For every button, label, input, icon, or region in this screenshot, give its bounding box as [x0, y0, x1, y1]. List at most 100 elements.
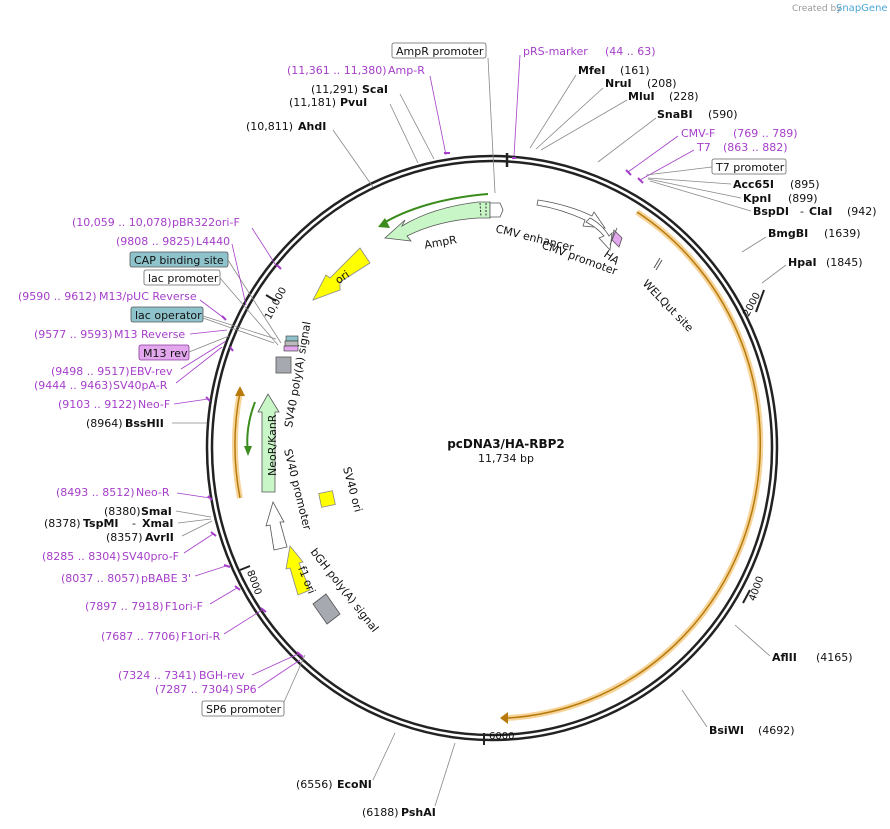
- primer-f1orir-name: F1ori-R: [181, 630, 221, 643]
- lead: [529, 74, 577, 149]
- m13-rev-text: M13 rev: [143, 347, 188, 360]
- primer-pbr-range: (10,059 .. 10,078): [72, 216, 172, 229]
- orf-arc: [507, 211, 762, 719]
- primer-m13rev-name: M13 Reverse: [114, 328, 185, 341]
- neor-label: NeoR/KanR: [266, 414, 279, 476]
- enzyme-nrui-name: NruI: [605, 77, 632, 90]
- enzyme-pvui-name: PvuI: [340, 96, 367, 109]
- sv40-promoter-arrow[interactable]: [265, 500, 288, 551]
- primer-ampr-range: (11,361 .. 11,380): [287, 64, 387, 77]
- cmv-promoter-arrow[interactable]: [585, 217, 613, 251]
- lac-operator-box[interactable]: [130, 306, 204, 323]
- lac-promoter-box[interactable]: [143, 269, 221, 286]
- lead: [681, 689, 708, 728]
- primer-l4440-name: L4440: [196, 235, 230, 248]
- enzyme-snabi-name: SnaBI: [657, 108, 693, 121]
- primer-mark: [205, 396, 211, 402]
- tick-2000: 2000: [741, 291, 763, 319]
- lead: [761, 264, 787, 284]
- lead: [535, 87, 604, 150]
- cap-site-box[interactable]: [129, 251, 229, 268]
- lead: [283, 654, 306, 703]
- ampr-promoter-box[interactable]: [391, 42, 487, 59]
- credit-brand[interactable]: SnapGene: [836, 3, 888, 14]
- primer-bgh-range: (7324 .. 7341): [118, 669, 197, 682]
- ampr-feature[interactable]: [384, 201, 491, 242]
- lead: [219, 277, 279, 346]
- primer-mark: [223, 564, 231, 568]
- enzyme-bspdi-sep: -: [800, 205, 804, 218]
- primer-l4440-range: (9808 .. 9825): [116, 235, 195, 248]
- enzyme-econi-name: EcoNI: [337, 778, 372, 791]
- enzyme-acc65i-pos: (895): [790, 178, 820, 191]
- m13-rev-box[interactable]: [138, 344, 190, 361]
- lead: [645, 166, 713, 176]
- primer-m13puc-range: (9590 .. 9612): [18, 290, 97, 303]
- lead: [202, 317, 275, 344]
- primer-cmvf-name: CMV-F: [681, 127, 715, 140]
- tick-mark: [755, 289, 765, 313]
- enzyme-econi-pos: (6556): [296, 778, 333, 791]
- sp6-promoter-box[interactable]: [201, 700, 285, 717]
- lead: [227, 259, 282, 344]
- lead: [399, 93, 435, 160]
- lead: [372, 732, 396, 781]
- lead: [639, 149, 695, 181]
- primer-f1orif-name: F1ori-F: [165, 600, 203, 613]
- primer-sv40pro-range: (8285 .. 8304): [42, 550, 121, 563]
- primer-mark: [625, 169, 632, 176]
- orf-arc-highlight: [507, 209, 764, 721]
- primer-prs-range: (44 .. 63): [605, 45, 656, 58]
- bgh-polya-feature[interactable]: [312, 593, 341, 625]
- enzyme-mlui-name: MluI: [628, 90, 655, 103]
- lead: [183, 533, 214, 554]
- enzyme-scai-name: ScaI: [362, 83, 388, 96]
- ampr-divider: [479, 202, 482, 218]
- lead: [649, 180, 752, 212]
- lead: [189, 329, 228, 335]
- lead: [513, 54, 521, 157]
- enzyme-bspdi-pos: (942): [847, 205, 877, 218]
- sv40-ori-feature[interactable]: [318, 490, 336, 508]
- lead: [597, 117, 657, 163]
- lead: [199, 299, 225, 319]
- enzyme-avrii-name: AvrII: [145, 531, 174, 544]
- tick-mark: [265, 294, 277, 302]
- primer-pbabe-name: pBABE 3': [141, 572, 191, 585]
- primer-neof-range: (9103 .. 9122): [58, 398, 137, 411]
- enzyme-pshai-name: PshAI: [401, 806, 436, 819]
- ori-feature[interactable]: [312, 247, 371, 301]
- t7-promoter-box[interactable]: [711, 158, 787, 175]
- f1-ori-feature[interactable]: [285, 545, 311, 596]
- enzyme-scai-pos: (11,291): [311, 83, 358, 96]
- lead: [209, 587, 238, 605]
- enzyme-bmgbi-pos: (1639): [824, 227, 861, 240]
- lead: [429, 75, 447, 156]
- lead: [627, 135, 679, 173]
- primer-f1orir-range: (7687 .. 7706): [101, 630, 180, 643]
- enzyme-bsshii-pos: (8964): [86, 417, 123, 430]
- sv40-polya-feature[interactable]: [275, 356, 292, 374]
- lead: [177, 518, 212, 524]
- enzyme-aflii-pos: (4165): [816, 651, 853, 664]
- primer-mark: [210, 531, 217, 537]
- welqut-mark: [655, 259, 663, 271]
- primer-pbr-name: pBR322ori-F: [172, 216, 240, 229]
- ha-feature[interactable]: [611, 229, 623, 248]
- map-length: 11,734 bp: [478, 452, 534, 465]
- tick-6000: 6000: [489, 731, 514, 742]
- orf-small-arrowhead: [235, 386, 245, 396]
- enzyme-tspmi-pos: (8378): [44, 517, 81, 530]
- credit-prefix: Created by: [792, 4, 842, 14]
- sv40-polya-seg: [283, 345, 299, 352]
- primer-neor-range: (8493 .. 8512): [56, 486, 135, 499]
- primer-mark: [276, 264, 282, 270]
- neor-feature[interactable]: [257, 393, 280, 493]
- t7-promoter-text: T7 promoter: [715, 161, 785, 174]
- lead: [180, 340, 227, 370]
- ampr-promoter-text: AmpR promoter: [396, 45, 484, 58]
- primer-mark: [296, 651, 304, 658]
- welqut-mark: [653, 257, 661, 269]
- backbone-outer: [205, 154, 779, 742]
- lead: [176, 492, 211, 499]
